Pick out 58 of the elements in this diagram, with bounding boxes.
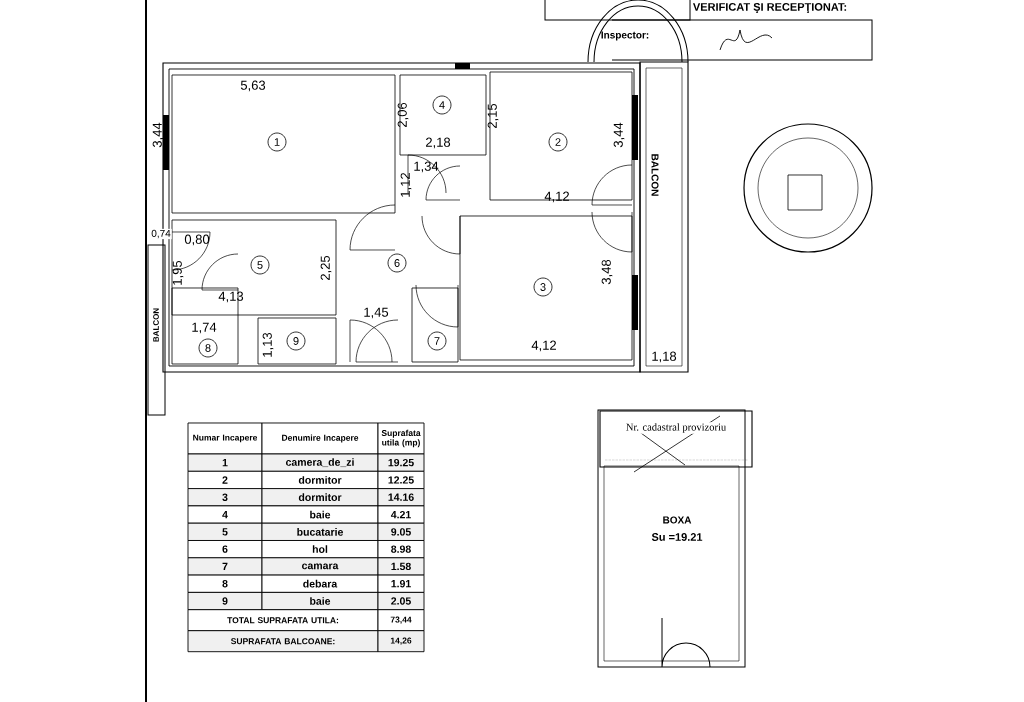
- dimension-label: 0,74: [150, 228, 172, 240]
- room-number: 6: [387, 253, 407, 273]
- room-number: 4: [432, 95, 452, 115]
- dimension-label: 3,44: [613, 122, 625, 148]
- dimension-label: 2,18: [426, 137, 451, 149]
- room-number: 3: [533, 277, 553, 297]
- balcony-label: BALCON: [651, 154, 659, 196]
- form-heading: VERIFICAT ŞI RECEPŢIONAT:: [693, 3, 847, 13]
- table-cell: 14,26: [377, 630, 425, 653]
- room-number: 1: [267, 132, 287, 152]
- table-cell: 1.58: [377, 557, 425, 576]
- dimension-label: 4,12: [531, 340, 556, 352]
- dimension-label: 3,48: [601, 259, 613, 285]
- table-cell: 8.98: [377, 540, 425, 559]
- room-label: BOXA: [663, 516, 692, 524]
- table-cell: 8: [187, 574, 263, 593]
- dimension-label: 2,06: [397, 102, 409, 127]
- dimension-label: 1,45: [364, 307, 389, 319]
- table-cell: Numar Incapere: [187, 422, 263, 455]
- room-number: 2: [548, 132, 568, 152]
- dimension-label: 1,18: [652, 351, 677, 363]
- dimension-label: 1,95: [172, 260, 184, 285]
- table-cell: Suprafata utila (mp): [377, 422, 425, 455]
- room-number: 5: [250, 255, 270, 275]
- balcony-label: BALCON: [153, 308, 159, 342]
- inspector-label: Inspector:: [601, 31, 649, 41]
- dimension-label: 1,74: [192, 322, 217, 334]
- table-cell: 4.21: [377, 505, 425, 524]
- room-number: 9: [286, 331, 306, 351]
- dimension-label: 0,80: [184, 234, 210, 246]
- table-cell: 7: [187, 557, 263, 576]
- table-cell: 9.05: [377, 522, 425, 541]
- table-cell: 9: [187, 591, 263, 611]
- dimension-label: 1,12: [400, 173, 412, 197]
- dimension-label: 4,13: [218, 291, 244, 303]
- cadastral-label: Nr. cadastral provizoriu: [624, 422, 728, 434]
- table-cell: 1: [187, 453, 263, 472]
- area-label: Su =19.21: [651, 533, 703, 541]
- table-cell: 19.25: [377, 453, 425, 472]
- dimension-label: 1,13: [262, 332, 274, 357]
- dimension-label: 2,25: [320, 255, 332, 280]
- table-cell: 2: [187, 470, 263, 490]
- dimension-label: 3,44: [152, 122, 164, 148]
- room-number: 8: [198, 338, 218, 358]
- table-cell: 6: [187, 540, 263, 559]
- dimension-label: 4,12: [544, 191, 569, 203]
- table-cell: 12.25: [377, 470, 425, 490]
- room-number: 7: [427, 331, 447, 351]
- dimension-label: 1,34: [414, 161, 439, 173]
- table-cell: 5: [187, 522, 263, 541]
- table-cell: 2.05: [377, 591, 425, 611]
- table-cell: 4: [187, 505, 263, 524]
- table-cell: 73,44: [377, 609, 425, 632]
- table-cell: 14.16: [377, 488, 425, 507]
- table-cell: 3: [187, 488, 263, 507]
- dimension-label: 5,63: [240, 80, 266, 92]
- dimension-label: 2,15: [487, 103, 499, 128]
- table-cell: 1.91: [377, 574, 425, 593]
